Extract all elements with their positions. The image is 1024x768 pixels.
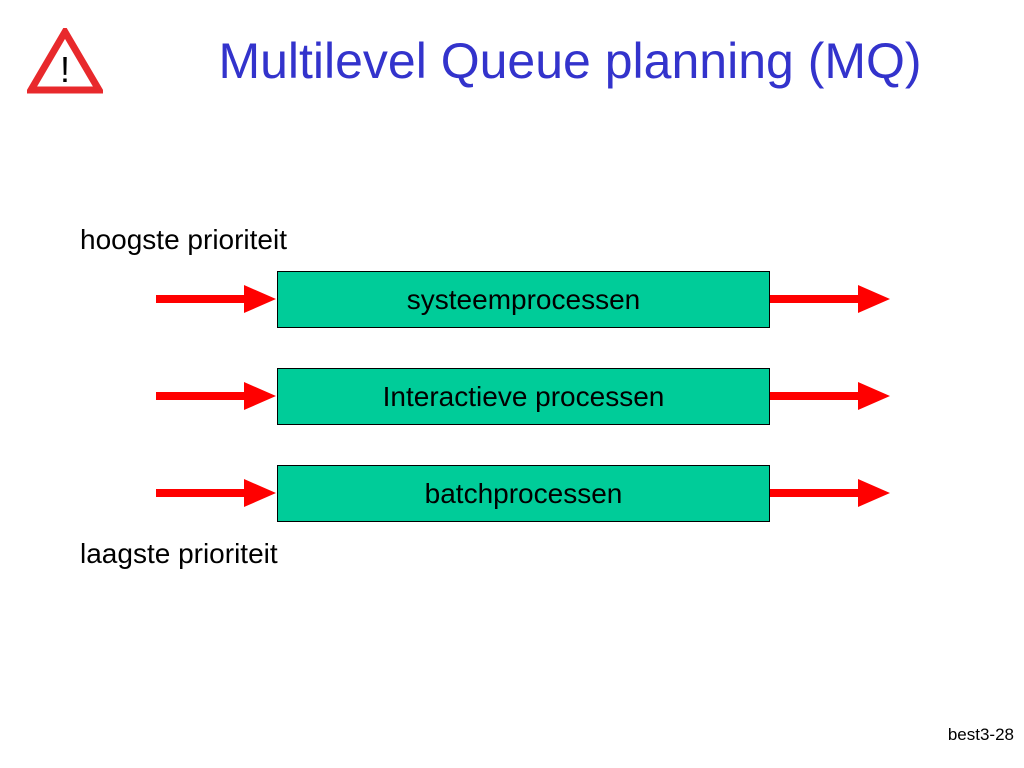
incoming-arrow-icon — [156, 479, 276, 507]
queue-label: systeemprocessen — [406, 283, 641, 315]
outgoing-arrow-icon — [770, 479, 890, 507]
outgoing-arrow-icon — [770, 382, 890, 410]
svg-text:!: ! — [60, 49, 70, 90]
outgoing-arrow-icon — [770, 285, 890, 313]
highest-priority-label: hoogste prioriteit — [80, 224, 288, 255]
queue-label: batchprocessen — [424, 477, 623, 509]
lowest-priority-label: laagste prioriteit — [80, 538, 278, 569]
incoming-arrow-icon — [156, 285, 276, 313]
slide-number: best3-28 — [947, 725, 1014, 744]
queue-box-interactive: Interactieve processen — [277, 368, 770, 425]
incoming-arrow-icon — [156, 382, 276, 410]
slide-title: Multilevel Queue planning (MQ) — [218, 33, 922, 89]
queue-label: Interactieve processen — [382, 380, 665, 412]
queue-box-system: systeemprocessen — [277, 271, 770, 328]
queue-box-batch: batchprocessen — [277, 465, 770, 522]
warning-triangle-icon: ! — [27, 28, 103, 94]
